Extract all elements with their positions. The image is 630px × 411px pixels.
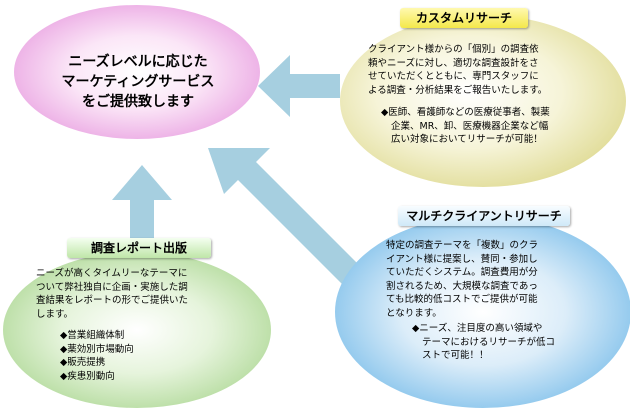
multi-client-title: マルチクライアントリサーチ (398, 206, 570, 226)
list-item: ◆営業組織体制 (60, 330, 125, 341)
list-item: ◆疾患別動向 (60, 370, 115, 382)
text-line: ても比較的低コストでご提供が可能 (386, 294, 538, 306)
center-line: マーケティングサービス (61, 74, 215, 90)
text-line: 査結果をレポートの形でご提供いた (36, 295, 189, 307)
text-line: ストで可能！！ (422, 350, 489, 362)
center-line: ニーズレベルに応じた (68, 54, 208, 70)
arrow-up (112, 165, 172, 250)
text-line: ついて弊社独自に企画・実施した調 (36, 281, 188, 293)
multi-ellipse (335, 216, 630, 408)
list-item: ◆販売提携 (60, 357, 106, 369)
center-line: をご提供致します (82, 94, 194, 110)
text-line: 頼やニーズに対し、適切な調査設計をさ (368, 57, 539, 69)
text-line: 割されるため、大規模な調査であっ (386, 280, 538, 292)
text-line: ていただくシステム。調査費用が分 (386, 267, 538, 279)
text-line: テーマにおけるリサーチが低コ (422, 336, 556, 348)
multi-client-bullet: ◆ニーズ、注目度の高い領域や テーマにおけるリサーチが低コ ストで可能！！ (412, 322, 612, 363)
text-line: 広い対象においてリサーチが可能！ (391, 134, 543, 146)
text-line: となります。 (386, 307, 442, 319)
text-line: イアント様に提案し、賛同・参加し (386, 253, 538, 265)
multi-client-description: 特定の調査テーマを「複数」のクラ イアント様に提案し、賛同・参加し ていただくシ… (386, 239, 616, 321)
list-item: ◆薬効別市場動向 (60, 343, 134, 355)
custom-ellipse (340, 15, 626, 187)
custom-research-title: カスタムリサーチ (400, 8, 528, 28)
text-line: せていただくとともに、専門スタッフに (368, 71, 539, 83)
text-line: ◆ニーズ、注目度の高い領域や (412, 323, 543, 334)
text-line: 企業、MR、卸、医療機器企業など幅 (391, 120, 549, 132)
center-ellipse (14, 5, 260, 139)
text-line: クライアント様からの「個別」の調査依 (368, 44, 539, 55)
center-message: ニーズレベルに応じた マーケティングサービス をご提供致します (38, 52, 238, 112)
text-line: ◆医師、看護師などの医療従事者、製薬 (381, 107, 550, 118)
text-line: します。 (36, 308, 74, 320)
report-items: ◆営業組織体制 ◆薬効別市場動向 ◆販売提携 ◆疾患別動向 (60, 329, 210, 383)
report-title: 調査レポート出版 (67, 238, 211, 258)
custom-research-bullet: ◆医師、看護師などの医療従事者、製薬 企業、MR、卸、医療機器企業など幅 広い対… (381, 106, 611, 147)
text-line: 特定の調査テーマを「複数」のクラ (386, 240, 539, 251)
text-line: よる調査・分析結果をご報告いたします。 (368, 84, 548, 96)
text-line: ニーズが高くタイムリーなテーマに (36, 268, 188, 279)
custom-research-description: クライアント様からの「個別」の調査依 頼やニーズに対し、適切な調査設計をさ せて… (368, 43, 608, 97)
report-ellipse (3, 252, 271, 408)
arrow-left (258, 55, 340, 117)
arrow-diagonal (208, 148, 392, 316)
report-description: ニーズが高くタイムリーなテーマに ついて弊社独自に企画・実施した調 査結果をレポ… (36, 267, 246, 321)
